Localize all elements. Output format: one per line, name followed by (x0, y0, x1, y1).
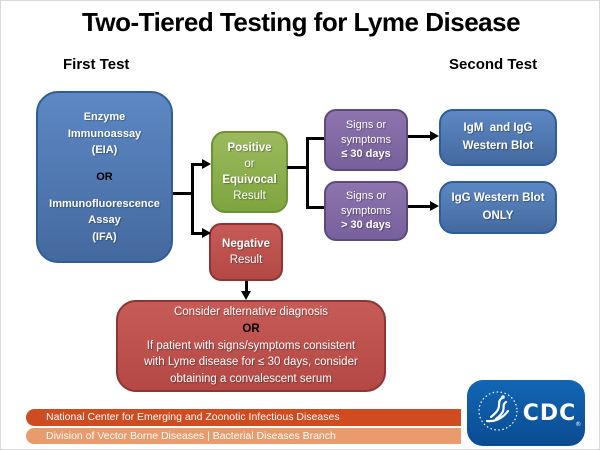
connector-late-to-blot (408, 205, 431, 208)
footer-center-bar: National Center for Emerging and Zoonoti… (26, 409, 461, 426)
equivocal-label: Equivocal (222, 174, 277, 186)
result-label: Result (229, 254, 263, 266)
igm-igg-label: IgM and IgG Western Blot (462, 122, 534, 152)
signs-early-box: Signs or symptoms ≤ 30 days (324, 109, 408, 171)
igg-western-blot-only-box: IgG Western Blot ONLY (439, 181, 557, 234)
connector-eia-stub (173, 192, 193, 195)
ifa-label: Immunofluorescence Assay (IFA) (49, 197, 160, 243)
alternative-line2: If patient with signs/symptoms consisten… (144, 339, 358, 385)
signs-early-label: Signs or symptoms (340, 118, 392, 146)
result-label: Result (233, 190, 266, 203)
connector-to-negative (193, 232, 203, 235)
hhs-eagle-icon (476, 389, 520, 438)
cdc-wordmark: CDC ® (522, 400, 582, 428)
alternative-diagnosis-box: Consider alternative diagnosis OR If pat… (116, 300, 386, 392)
second-test-header: Second Test (449, 56, 538, 73)
signs-late-duration: > 30 days (341, 219, 391, 232)
connector-negative-down (245, 281, 248, 292)
connector-to-signs-late (306, 206, 324, 209)
alternative-line1: Consider alternative diagnosis (173, 306, 329, 319)
igm-igg-western-blot-box: IgM and IgG Western Blot (439, 109, 557, 166)
connector-eia-branch (191, 163, 194, 235)
connector-positive-stub (287, 166, 308, 169)
signs-late-label: Signs or symptoms (340, 189, 392, 217)
registered-mark: ® (575, 420, 583, 428)
eia-label: Enzyme Immunoassay (EIA) (67, 111, 142, 156)
or-small-label: or (244, 157, 255, 170)
signs-late-box: Signs or symptoms > 30 days (324, 181, 408, 241)
connector-positive-branch (306, 137, 309, 209)
connector-early-to-blot (408, 135, 431, 138)
igg-only-label: IgG Western Blot ONLY (451, 192, 545, 222)
cdc-logo: CDC ® (467, 380, 585, 446)
negative-result-box: Negative Result (209, 223, 283, 281)
arrow-to-igg-only-icon (430, 201, 439, 211)
negative-label: Negative (222, 237, 270, 250)
arrow-to-negative-icon (202, 228, 211, 238)
page-title: Two-Tiered Testing for Lyme Disease (81, 7, 521, 37)
arrow-to-igm-igg-icon (430, 131, 439, 141)
signs-early-duration: ≤ 30 days (341, 148, 391, 161)
arrow-to-positive-icon (202, 159, 211, 169)
eia-ifa-box: Enzyme Immunoassay (EIA) OR Immunofluore… (36, 91, 173, 263)
cdc-label: CDC (522, 400, 577, 426)
connector-to-positive (193, 163, 203, 166)
arrow-to-alternative-icon (241, 291, 251, 300)
footer-division-bar: Division of Vector Borne Diseases | Bact… (26, 428, 461, 444)
alternative-or: OR (242, 322, 260, 335)
connector-to-signs-early (306, 137, 324, 140)
first-test-header: First Test (63, 56, 130, 73)
or-label: OR (96, 170, 113, 183)
positive-equivocal-box: Positive or Equivocal Result (211, 131, 288, 213)
positive-label: Positive (227, 141, 272, 154)
